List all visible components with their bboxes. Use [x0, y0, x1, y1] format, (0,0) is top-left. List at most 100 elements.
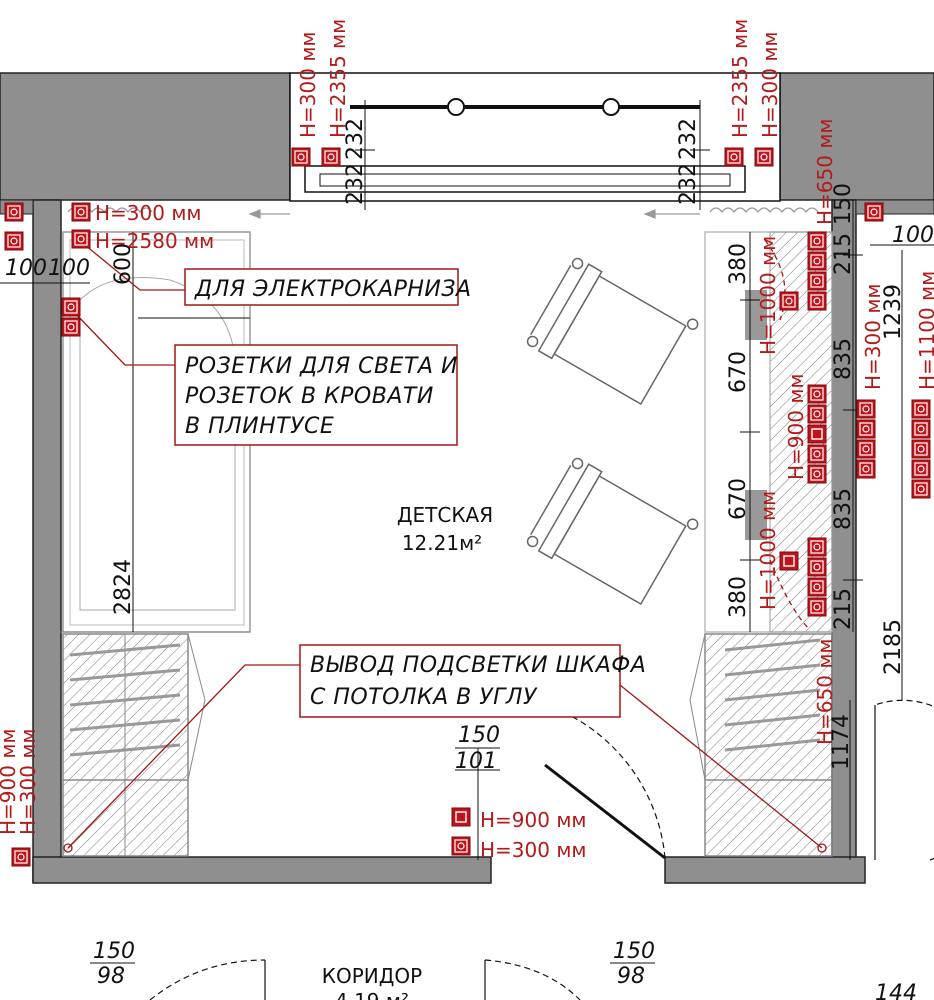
socket-icon	[71, 229, 91, 249]
note-electro-cornice: ДЛЯ ЭЛЕКТРОКАРНИЗА	[194, 277, 472, 302]
socket-icon	[856, 399, 876, 419]
dimension-label: 232	[676, 163, 701, 205]
dimension-label: 600	[111, 243, 136, 285]
socket-icon	[856, 419, 876, 439]
dimension-label: 2185	[881, 619, 906, 675]
dimension-label: 380	[726, 576, 751, 618]
socket-icon	[807, 557, 827, 577]
switch-icon	[807, 424, 827, 444]
height-label: H=900 мм	[784, 373, 808, 480]
dimension-label: 144	[875, 981, 917, 1000]
socket-icon	[807, 464, 827, 484]
switch-icon	[451, 807, 471, 827]
height-label: H=300 мм	[95, 201, 202, 225]
dimension-label: 100	[892, 223, 934, 248]
height-label: H=300 мм	[480, 838, 587, 862]
socket-icon	[856, 439, 876, 459]
desk-right	[704, 231, 833, 633]
dimension-label: 2824	[111, 559, 136, 615]
height-label: H=1100 мм	[915, 271, 934, 390]
dimension-label: 101	[455, 749, 497, 774]
dimension-label: 98	[97, 964, 125, 989]
height-label: H=650 мм	[813, 638, 837, 745]
socket-icon	[754, 147, 774, 167]
height-label: H=300 мм	[296, 31, 320, 138]
socket-icon	[807, 231, 827, 251]
chairs	[526, 257, 699, 605]
curtain-rail	[67, 207, 819, 219]
socket-icon	[724, 147, 744, 167]
room-name: ДЕТСКАЯ	[397, 503, 493, 527]
dimension-label: 215	[831, 588, 856, 630]
dimension-label: 1239	[881, 284, 906, 340]
room-area: 12.21м²	[402, 531, 482, 555]
height-label: H=2580 мм	[95, 229, 214, 253]
note-sockets-3: В ПЛИНТУСЕ	[185, 414, 334, 439]
height-label: H=900 мм	[480, 808, 587, 832]
dimension-label: 1174	[829, 714, 854, 770]
dimension-label: 150	[93, 939, 135, 964]
labels: ДЕТСКАЯ 12.21м² КОРИДОР 4.19 м² ДЛЯ ЭЛЕК…	[0, 19, 934, 1000]
corridor-name: КОРИДОР	[322, 964, 422, 988]
window-radiator	[304, 98, 746, 193]
height-label: H=300 мм	[758, 31, 782, 138]
dimension-label: 150	[831, 183, 856, 225]
socket-icon	[321, 147, 341, 167]
socket-icon	[911, 459, 931, 479]
socket-icon	[807, 291, 827, 311]
leader-lines	[63, 239, 827, 853]
height-label: H=900 мм	[0, 728, 20, 835]
socket-icon	[807, 251, 827, 271]
socket-icon	[864, 202, 884, 222]
dimension-label: 670	[726, 351, 751, 393]
socket-icon	[11, 847, 31, 867]
socket-icon	[911, 439, 931, 459]
dimension-label: 670	[726, 478, 751, 520]
height-label: H=300 мм	[861, 283, 885, 390]
socket-icon	[71, 202, 91, 222]
dimension-label: 215	[831, 233, 856, 275]
height-label: H=2355 мм	[728, 19, 752, 138]
height-label: H=2355 мм	[326, 19, 350, 138]
dimension-lines	[0, 100, 934, 964]
height-label: H=300 мм	[16, 728, 40, 835]
wardrobe-right	[689, 633, 833, 857]
height-label: H=1000 мм	[756, 491, 780, 610]
socket-icon	[451, 836, 471, 856]
socket-icon	[807, 577, 827, 597]
note-wardrobe-1: ВЫВОД ПОДСВЕТКИ ШКАФА	[310, 653, 646, 678]
wardrobe-left	[62, 633, 206, 857]
dimension-label: 150	[458, 723, 500, 748]
dimension-label: 835	[831, 488, 856, 530]
dimension-label: 100	[5, 256, 47, 281]
note-boxes	[174, 268, 621, 718]
socket-icon	[911, 419, 931, 439]
switch-icon	[779, 551, 799, 571]
socket-icon	[4, 231, 24, 251]
socket-icon	[291, 147, 311, 167]
socket-icon	[61, 297, 81, 317]
dimension-label: 835	[831, 338, 856, 380]
socket-icon	[4, 202, 24, 222]
dimension-label: 98	[617, 964, 645, 989]
socket-icon	[807, 537, 827, 557]
dimension-label: 100	[48, 256, 90, 281]
socket-icon	[779, 291, 799, 311]
note-sockets-1: РОЗЕТКИ ДЛЯ СВЕТА И	[185, 354, 458, 379]
corridor-area: 4.19 м²	[335, 989, 409, 1000]
note-wardrobe-2: С ПОТОЛКА В УГЛУ	[310, 685, 538, 710]
dimension-label: 232	[676, 118, 701, 160]
height-label: H=650 мм	[813, 118, 837, 225]
socket-icon	[807, 271, 827, 291]
dimension-label: 150	[613, 939, 655, 964]
socket-icon	[807, 444, 827, 464]
socket-icon	[911, 479, 931, 499]
dimension-label: 232	[343, 118, 368, 160]
socket-icon	[911, 399, 931, 419]
socket-icon	[807, 597, 827, 617]
socket-icon	[807, 404, 827, 424]
dimension-label: 380	[726, 243, 751, 285]
height-label: H=1000 мм	[756, 236, 780, 355]
dimension-label: 232	[343, 163, 368, 205]
